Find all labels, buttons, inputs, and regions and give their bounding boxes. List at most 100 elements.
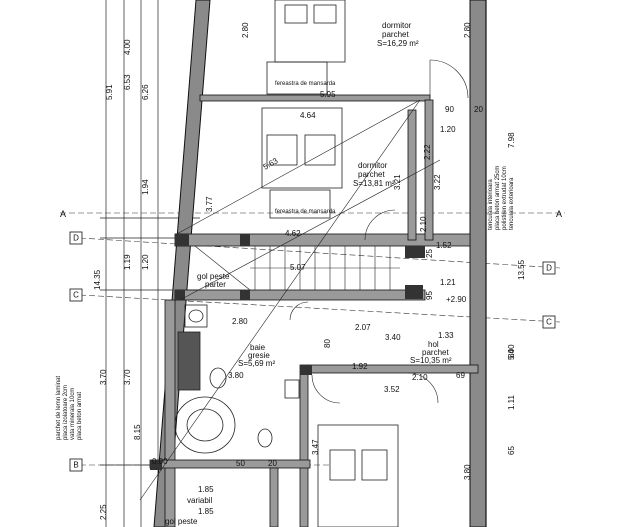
bathroom-fixtures [174, 304, 300, 454]
room-bed2-floor: parchet [358, 170, 385, 179]
section-marker-left: A [60, 209, 66, 219]
axis-markers [69, 231, 556, 472]
svg-text:2.22: 2.22 [423, 144, 432, 160]
void-label-bottom: gol peste [165, 517, 198, 526]
svg-text:1.11: 1.11 [507, 394, 516, 410]
svg-text:2.80: 2.80 [241, 22, 250, 38]
svg-text:14.35: 14.35 [93, 269, 102, 290]
svg-text:vata minerala 10cm: vata minerala 10cm [70, 388, 76, 440]
diagonal-lines [139, 99, 441, 501]
svg-text:6.53: 6.53 [123, 74, 132, 90]
svg-text:2.07: 2.07 [355, 323, 371, 332]
room-hall-area: S=10,35 m² [410, 356, 452, 365]
axis-label-c-left: C [73, 291, 79, 300]
svg-text:3.52: 3.52 [384, 385, 400, 394]
svg-text:2.10: 2.10 [412, 373, 428, 382]
svg-text:4.00: 4.00 [123, 39, 132, 55]
room-hall-name: hol [428, 340, 439, 349]
svg-text:1.92: 1.92 [352, 362, 368, 371]
skylight-label-2: fereastra de mansarda [275, 209, 336, 215]
svg-text:4.62: 4.62 [285, 229, 301, 238]
svg-text:65: 65 [507, 446, 516, 455]
svg-text:3.77: 3.77 [205, 196, 214, 212]
svg-text:4.64: 4.64 [300, 111, 316, 120]
room-bath-floor: gresie [248, 351, 270, 360]
svg-text:1.21: 1.21 [440, 278, 456, 287]
svg-text:90: 90 [445, 105, 454, 114]
svg-text:1.85: 1.85 [198, 507, 214, 516]
svg-text:50: 50 [236, 459, 245, 468]
svg-text:3.40: 3.40 [385, 333, 401, 342]
svg-text:1.20: 1.20 [440, 125, 456, 134]
svg-text:95: 95 [425, 291, 434, 300]
svg-text:20: 20 [474, 105, 483, 114]
room-bed1-floor: parchet [382, 30, 409, 39]
skylight-label-1: fereastra de mansarda [275, 81, 336, 87]
svg-text:5.07: 5.07 [290, 263, 306, 272]
svg-text:3.70: 3.70 [99, 369, 108, 385]
axis-label-c-right: C [546, 318, 552, 327]
svg-text:parchet de lemn laminat: parchet de lemn laminat [56, 376, 62, 440]
svg-text:2.80: 2.80 [232, 317, 248, 326]
svg-text:20: 20 [268, 459, 277, 468]
svg-text:6.26: 6.26 [141, 84, 150, 100]
svg-text:5.63: 5.63 [262, 156, 280, 172]
svg-text:80: 80 [323, 339, 332, 348]
axis-label-d-left: D [73, 234, 79, 243]
stair-void-label-2: parter [205, 280, 226, 289]
room-bed2-name: dormitor [358, 161, 388, 170]
svg-text:tencuiala exterioara: tencuiala exterioara [509, 177, 515, 230]
elevation-290: +2.90 [446, 295, 467, 304]
svg-text:2.10: 2.10 [419, 216, 428, 232]
svg-text:2.25: 2.25 [99, 504, 108, 520]
svg-text:8.15: 8.15 [133, 424, 142, 440]
concrete-columns [150, 234, 425, 470]
svg-text:69: 69 [456, 371, 465, 380]
room-bed1-name: dormitor [382, 21, 412, 30]
dimension-lines-left [100, 0, 200, 527]
furniture [261, 0, 399, 527]
roof-layer-notes: tencuiala interioara placa beton armat 2… [488, 166, 515, 230]
svg-text:1.94: 1.94 [141, 179, 150, 195]
floor-layer-notes: parchet de lemn laminat placa izolatoare… [56, 376, 83, 440]
room-bed2-area: S=13,81 m² [353, 179, 395, 188]
svg-text:3.70: 3.70 [123, 369, 132, 385]
svg-text:1.33: 1.33 [438, 331, 454, 340]
svg-text:1.85: 1.85 [198, 485, 214, 494]
svg-text:3.22: 3.22 [433, 174, 442, 190]
svg-text:polistiren extrudat 10cm: polistiren extrudat 10cm [502, 166, 508, 230]
variable-label: variabil [187, 496, 213, 505]
elevation-000: 0.00 [152, 457, 168, 466]
room-bath-area: S=5,69 m² [238, 359, 275, 368]
svg-text:84: 84 [507, 349, 516, 358]
svg-text:3.80: 3.80 [228, 371, 244, 380]
svg-text:1.20: 1.20 [141, 254, 150, 270]
axis-label-d-right: D [546, 264, 552, 273]
svg-text:3.80: 3.80 [463, 464, 472, 480]
svg-text:1.19: 1.19 [123, 254, 132, 270]
room-bath-name: baie [250, 343, 266, 352]
room-hall-floor: parchet [422, 348, 449, 357]
svg-text:7.98: 7.98 [507, 132, 516, 148]
exterior-walls [153, 0, 487, 527]
staircase [194, 245, 400, 291]
stair-void-label: gol peste [197, 272, 230, 281]
svg-text:placa izolatoare 2cm: placa izolatoare 2cm [63, 385, 69, 440]
svg-text:2.80: 2.80 [463, 22, 472, 38]
svg-text:3.47: 3.47 [311, 439, 320, 455]
svg-text:1.52: 1.52 [436, 241, 452, 250]
svg-text:tencuiala interioara: tencuiala interioara [488, 179, 494, 230]
svg-text:3.21: 3.21 [393, 174, 402, 190]
svg-text:13.55: 13.55 [517, 259, 526, 280]
svg-text:25: 25 [425, 249, 434, 258]
svg-text:5.00: 5.00 [507, 344, 516, 360]
svg-text:5.91: 5.91 [105, 84, 114, 100]
section-marker-right: A [556, 209, 562, 219]
room-bed1-area: S=16,29 m² [377, 39, 419, 48]
svg-text:placa beton armat 25cm: placa beton armat 25cm [495, 166, 501, 230]
axis-label-b-left: B [73, 461, 78, 470]
door-swings [289, 59, 469, 404]
svg-text:5.95: 5.95 [320, 90, 336, 99]
svg-text:placa beton armat: placa beton armat [77, 392, 83, 440]
